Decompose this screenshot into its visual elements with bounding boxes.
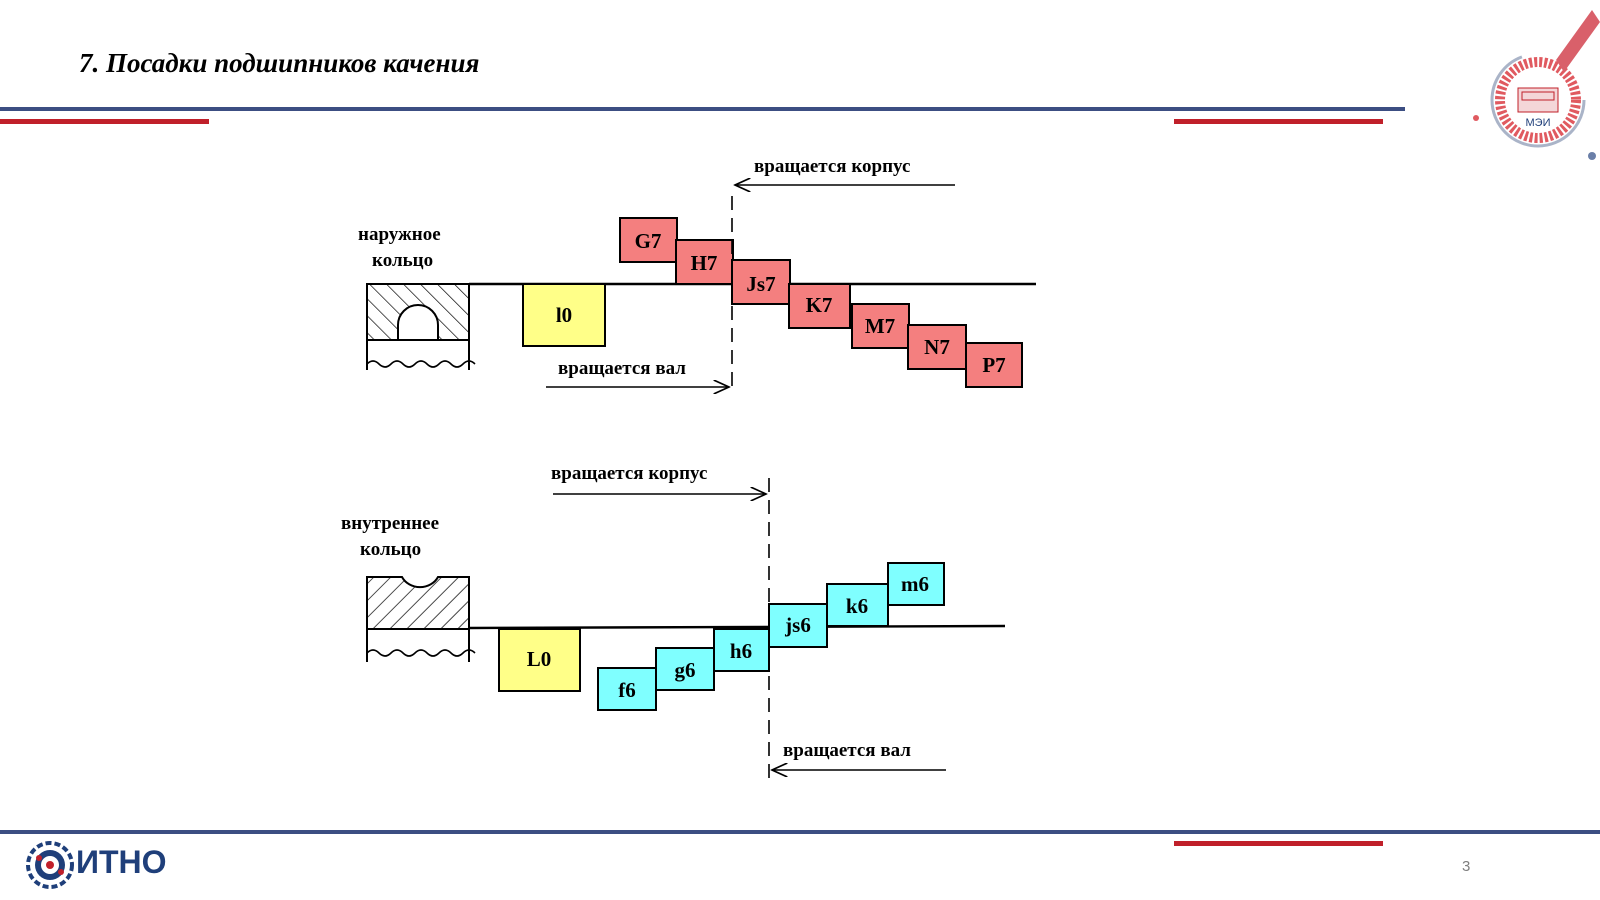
outer-ring-label-line2: кольцо [372,250,433,271]
outer-fit-box: H7 [675,239,734,285]
outer-ring-label-line1: наружное [358,224,441,245]
inner-fit-box: js6 [768,603,828,648]
inner-fit-box: f6 [597,667,657,711]
outer-fit-box: G7 [619,217,678,263]
inner-ring-tolerance-label: L0 [527,647,552,671]
emblem-text: МЭИ [1526,117,1551,129]
inner-zero-line [468,624,1006,630]
outer-fit-box: M7 [851,303,910,349]
outer-housing-rotates-label: вращается корпус [754,156,910,177]
page-number: 3 [1462,858,1471,875]
inner-ring-tolerance-box: L0 [498,628,581,692]
inner-fit-label: js6 [784,613,811,637]
inner-fit-label: g6 [675,658,696,682]
outer-fit-label: P7 [982,353,1005,377]
outer-fit-label: G7 [635,229,662,253]
inner-fit-box: g6 [655,647,715,691]
outer-fit-label: N7 [924,335,950,359]
itno-logo-text: ИТНО [76,844,167,880]
header-red-rule-left [0,119,209,124]
footer-navy-rule [0,830,1600,834]
gear-icon [26,841,74,889]
inner-fit-label: f6 [618,678,636,702]
outer-fit-label: K7 [806,293,833,317]
inner-housing-rotates-label: вращается корпус [551,463,707,484]
outer-fit-label: Js7 [746,272,775,296]
outer-fit-box: K7 [788,283,851,329]
outer-ring-tolerance-box: l0 [522,283,606,347]
inner-shaft-rotates-label: вращается вал [783,740,911,761]
outer-fit-label: M7 [865,314,895,338]
inner-ring-label-line2: кольцо [360,539,421,560]
outer-ring-tolerance-label: l0 [556,303,572,327]
outer-ring-section [366,283,476,370]
inner-ring-label-line1: внутреннее [341,513,439,534]
inner-fit-label: k6 [846,594,868,618]
inner-ring-section [366,576,476,662]
slide-title: 7. Посадки подшипников качения [79,48,480,78]
header-red-rule-right [1174,119,1383,124]
inner-fit-box: k6 [826,583,889,627]
university-emblem: МЭИ [1473,10,1600,160]
outer-ring-diagram: наружное кольцо l0 G7 H7 Js7 [358,156,1036,392]
inner-fit-label: m6 [901,572,929,596]
outer-fit-box: N7 [907,324,967,370]
outer-fit-box: P7 [965,342,1023,388]
inner-fit-box: m6 [887,562,945,606]
inner-fit-box: h6 [713,628,770,672]
outer-shaft-rotates-label: вращается вал [558,358,686,379]
outer-fit-label: H7 [691,251,718,275]
inner-ring-diagram: внутреннее кольцо L0 f6 g6 h6 [341,463,1006,780]
itno-logo [26,841,74,889]
footer-red-rule [1174,841,1383,846]
inner-fit-label: h6 [730,639,752,663]
header-navy-rule [0,107,1405,111]
outer-fit-box: Js7 [731,259,791,305]
